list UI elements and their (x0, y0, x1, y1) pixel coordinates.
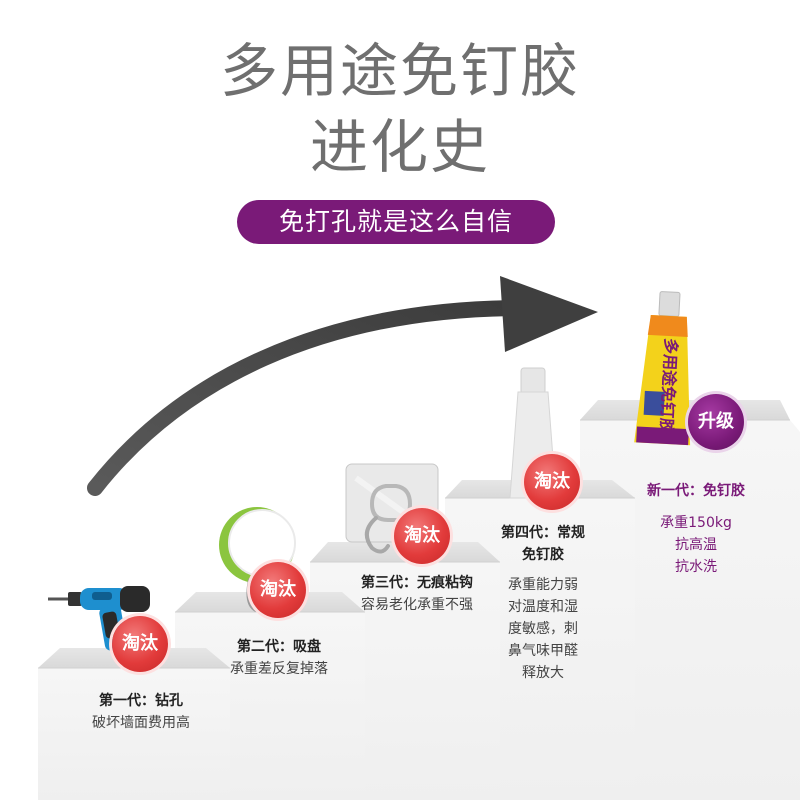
eliminated-badge-3: 淘汰 (394, 508, 450, 564)
progress-arrow (87, 300, 523, 496)
step-3-heading: 第三代：无痕粘钩 (361, 575, 473, 591)
upgrade-badge: 升级 (688, 394, 744, 450)
main-title-line2: 进化史 (309, 113, 490, 181)
step-5-desc-line2: 抗高温 (675, 537, 717, 553)
step-3-desc: 容易老化承重不强 (361, 597, 473, 613)
step-4-caption: 第四代：常规 免钉胶 承重能力弱 对温度和湿 度敏感，刺 鼻气味甲醛 释放大 (468, 522, 618, 684)
step-4-desc-line5: 释放大 (522, 665, 564, 681)
step-1-desc: 破坏墙面费用高 (92, 715, 190, 731)
step-5-caption: 新一代：免钉胶 承重150kg 抗高温 抗水洗 (606, 480, 786, 578)
eliminated-badge-2: 淘汰 (250, 562, 306, 618)
step-4-desc-line4: 鼻气味甲醛 (508, 643, 578, 659)
step-4-desc-line3: 度敏感，刺 (508, 621, 578, 637)
step-4-desc-line1: 承重能力弱 (508, 577, 578, 593)
step-4-heading-line2: 免钉胶 (522, 547, 564, 563)
main-title-line1: 多用途免钉胶 (219, 37, 580, 105)
step-1-caption: 第一代：钻孔 破坏墙面费用高 (60, 690, 222, 734)
step-4-heading-line1: 第四代：常规 (501, 525, 585, 541)
step-2-desc: 承重差反复掉落 (230, 661, 328, 677)
step-3-caption: 第三代：无痕粘钩 容易老化承重不强 (332, 572, 502, 616)
step-2-heading: 第二代：吸盘 (237, 639, 321, 655)
step-4-desc-line2: 对温度和湿 (508, 599, 578, 615)
step-2-caption: 第二代：吸盘 承重差反复掉落 (196, 636, 362, 680)
step-5-desc-line1: 承重150kg (660, 515, 732, 531)
arrow-head (500, 276, 598, 352)
step-5-desc-line3: 抗水洗 (675, 559, 717, 575)
step-5-heading: 新一代：免钉胶 (647, 483, 745, 499)
eliminated-badge-1: 淘汰 (112, 616, 168, 672)
subtitle-pill: 免打孔就是这么自信 (237, 200, 555, 244)
branded-glue-tube-icon: 多用途免钉胶 (634, 291, 691, 446)
tube-label-text: 多用途免钉胶 (657, 338, 681, 435)
step-1-heading: 第一代：钻孔 (99, 693, 183, 709)
eliminated-badge-4: 淘汰 (524, 454, 580, 510)
